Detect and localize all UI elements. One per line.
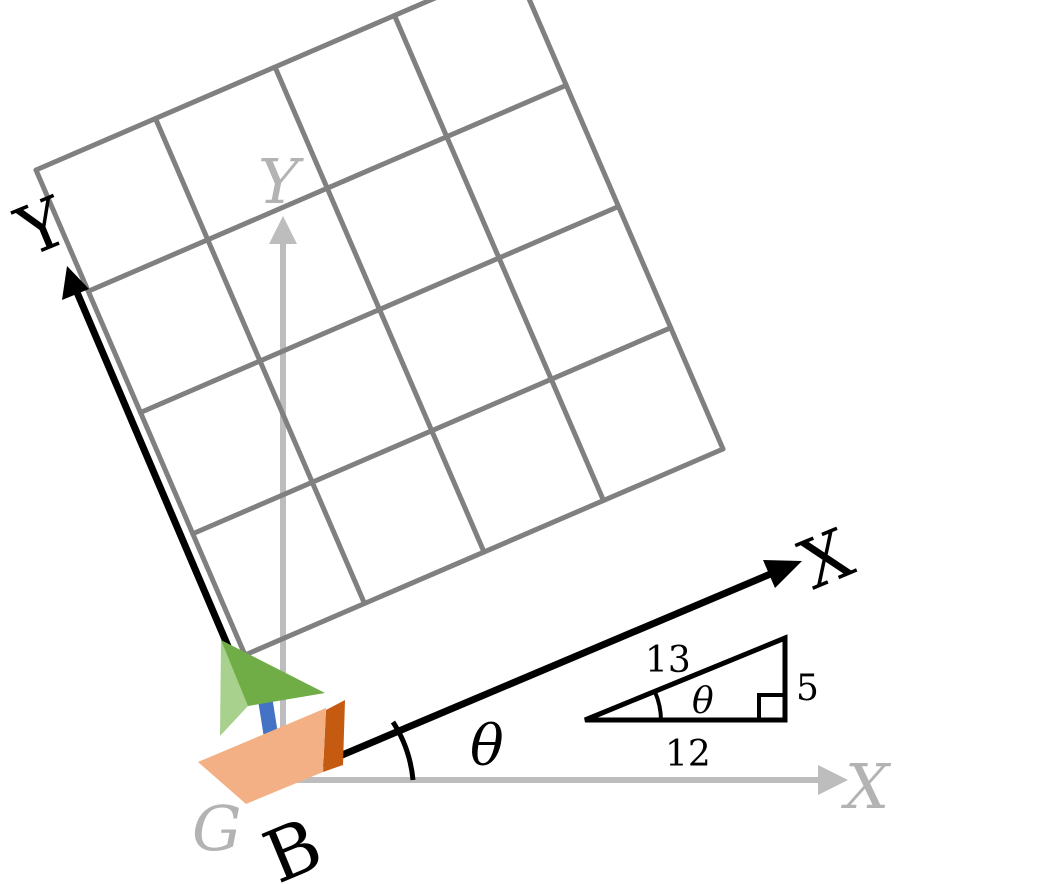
ground-y-arrowhead: [269, 216, 297, 244]
triangle-opposite-label: 5: [796, 668, 819, 709]
body-x-axis: [281, 566, 782, 784]
grid-line-vertical: [526, 0, 726, 452]
rotation-angle: θ: [390, 714, 504, 781]
body-y-axis: [72, 288, 237, 660]
body-grid: [33, 0, 726, 658]
angle-arc: [390, 720, 416, 781]
grid-line-vertical: [392, 13, 606, 503]
ground-origin-label: G: [192, 792, 242, 865]
triangle-hypotenuse-label: 13: [645, 640, 691, 681]
body-x-arrowhead: [763, 560, 802, 588]
triangle-angle-arc: [653, 691, 663, 721]
reference-triangle: 13 5 12 θ: [584, 634, 819, 775]
ground-x-label: X: [841, 750, 892, 823]
boat-hull-stern: [323, 700, 345, 772]
grid-line-horizontal: [85, 82, 569, 294]
grid-line-horizontal: [138, 204, 621, 415]
body-origin-label: B: [252, 802, 333, 884]
grid-line-horizontal: [33, 0, 437, 173]
triangle-adjacent-label: 12: [665, 734, 711, 775]
triangle-angle-label: θ: [692, 681, 714, 722]
angle-label: θ: [470, 714, 504, 779]
boat-hull: [198, 708, 326, 804]
triangle-shape: [584, 634, 788, 723]
body-x-label: X: [789, 514, 865, 606]
boat-sail-front: [221, 640, 325, 706]
ground-x-arrowhead: [818, 765, 848, 795]
boat-mast: [258, 696, 278, 738]
right-angle-marker: [757, 693, 785, 720]
body-y-label: Y: [5, 182, 79, 273]
body-y-arrowhead: [62, 266, 89, 300]
sailboat-icon: [198, 640, 345, 804]
